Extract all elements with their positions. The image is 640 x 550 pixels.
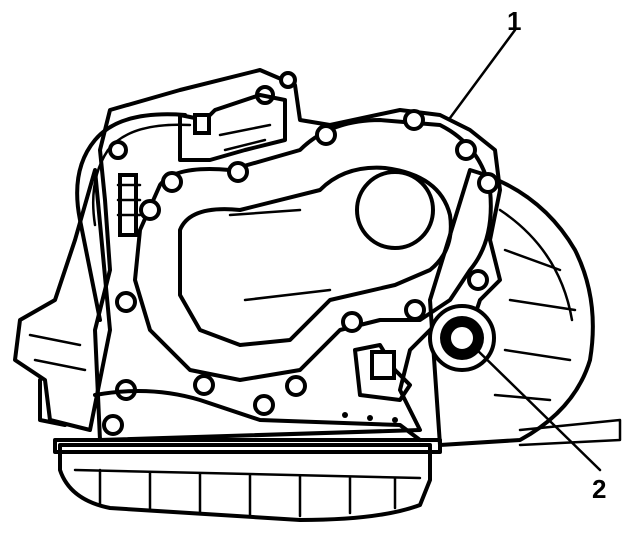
left-housing <box>13 168 112 432</box>
axle-seal <box>428 304 496 372</box>
oil-pan <box>53 438 442 522</box>
leader-2 <box>470 343 602 472</box>
cover-boss <box>355 170 435 250</box>
lower-harness <box>93 343 422 442</box>
callout-2: 2 <box>592 474 606 504</box>
upper-bracket <box>116 93 287 237</box>
callout-leaders <box>448 28 602 472</box>
cover-bolts <box>102 71 499 436</box>
leader-1 <box>448 28 517 120</box>
callout-1: 1 <box>507 6 521 36</box>
